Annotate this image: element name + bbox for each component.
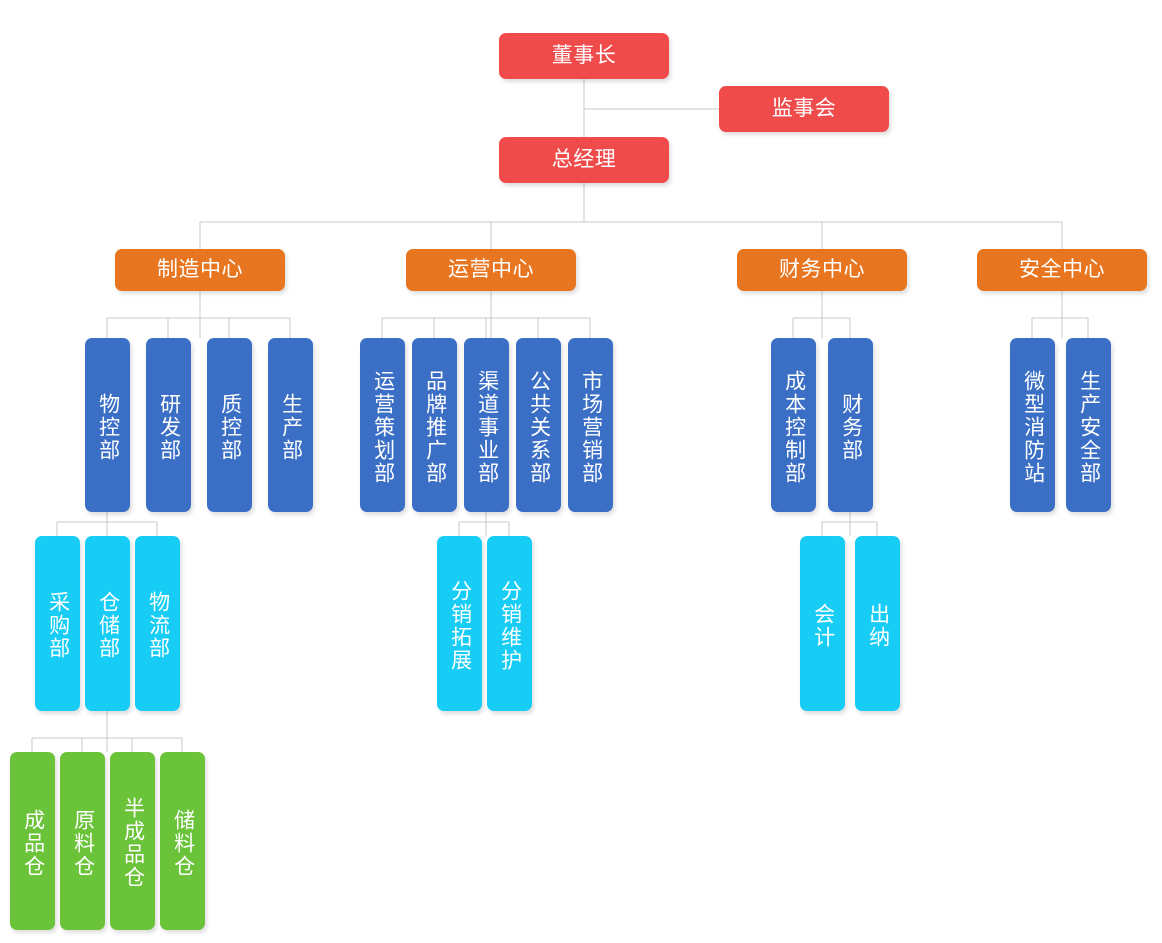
node-channel-business-dept[interactable]: 渠道事业部 <box>464 338 509 512</box>
node-storage-warehouse[interactable]: 储料仓 <box>160 752 205 930</box>
node-public-relations-dept[interactable]: 公共关系部 <box>516 338 561 512</box>
node-rd-dept[interactable]: 研发部 <box>146 338 191 512</box>
node-micro-fire-station[interactable]: 微型消防站 <box>1010 338 1055 512</box>
node-distribution-maintenance[interactable]: 分销维护 <box>487 536 532 711</box>
node-production-safety-dept[interactable]: 生产安全部 <box>1066 338 1111 512</box>
node-finished-goods-warehouse[interactable]: 成品仓 <box>10 752 55 930</box>
node-supervisory-board[interactable]: 监事会 <box>719 86 889 132</box>
node-quality-control-dept[interactable]: 质控部 <box>207 338 252 512</box>
node-operations-center[interactable]: 运营中心 <box>406 249 576 291</box>
node-chairman[interactable]: 董事长 <box>499 33 669 79</box>
node-operations-planning-dept[interactable]: 运营策划部 <box>360 338 405 512</box>
node-raw-material-warehouse[interactable]: 原料仓 <box>60 752 105 930</box>
node-cost-control-dept[interactable]: 成本控制部 <box>771 338 816 512</box>
node-logistics-dept[interactable]: 物流部 <box>135 536 180 711</box>
node-brand-promotion-dept[interactable]: 品牌推广部 <box>412 338 457 512</box>
node-finance-dept[interactable]: 财务部 <box>828 338 873 512</box>
node-marketing-dept[interactable]: 市场营销部 <box>568 338 613 512</box>
node-material-control-dept[interactable]: 物控部 <box>85 338 130 512</box>
node-safety-center[interactable]: 安全中心 <box>977 249 1147 291</box>
node-general-manager[interactable]: 总经理 <box>499 137 669 183</box>
node-manufacturing-center[interactable]: 制造中心 <box>115 249 285 291</box>
node-warehouse-dept[interactable]: 仓储部 <box>85 536 130 711</box>
node-finance-center[interactable]: 财务中心 <box>737 249 907 291</box>
node-cashier[interactable]: 出纳 <box>855 536 900 711</box>
node-distribution-expansion[interactable]: 分销拓展 <box>437 536 482 711</box>
node-purchasing-dept[interactable]: 采购部 <box>35 536 80 711</box>
node-production-dept[interactable]: 生产部 <box>268 338 313 512</box>
node-semi-finished-warehouse[interactable]: 半成品仓 <box>110 752 155 930</box>
node-accounting[interactable]: 会计 <box>800 536 845 711</box>
